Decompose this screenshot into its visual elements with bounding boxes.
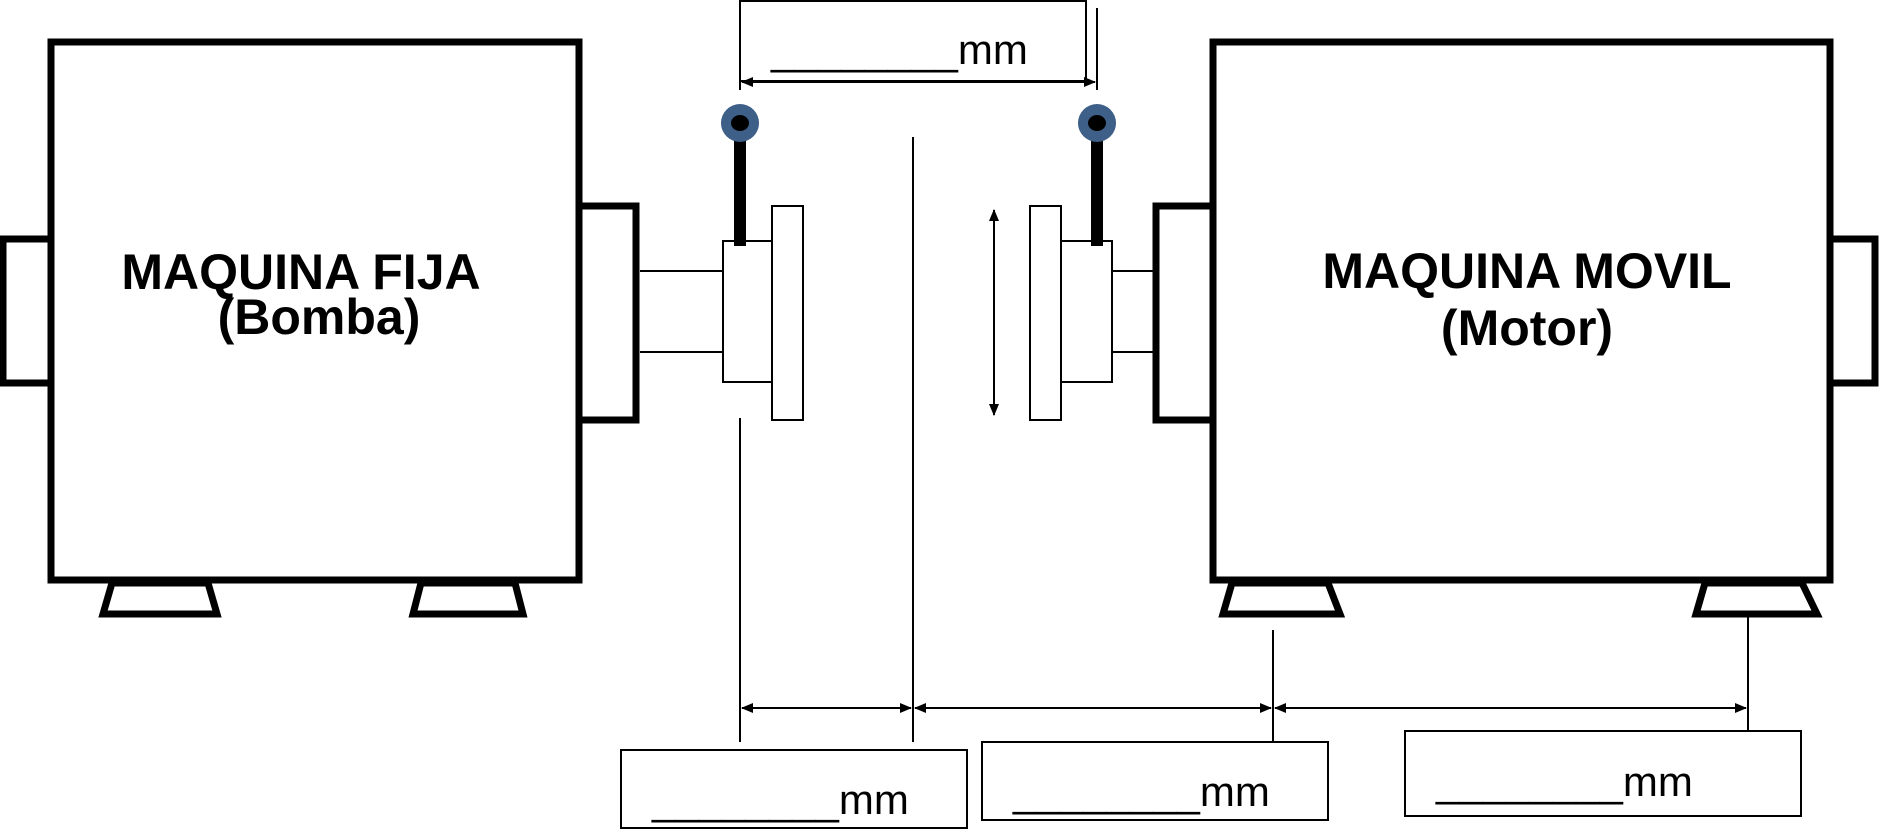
fixed-machine-shaft-housing xyxy=(575,202,640,424)
bottom-left-dimension-value: ________mm xyxy=(651,776,909,823)
moving-machine-rear-cap xyxy=(1826,235,1879,387)
fixed-coupling-hub xyxy=(722,240,773,383)
moving-machine-subtitle: (Motor) xyxy=(1441,300,1613,356)
fixed-coupling xyxy=(640,104,804,421)
moving-coupling-hub xyxy=(1060,240,1113,383)
top-dimension-value: ________mm xyxy=(770,26,1028,73)
bottom-middle-dimension-value: ________mm xyxy=(1012,768,1270,815)
bottom-left-dimension-box xyxy=(620,749,968,829)
fixed-machine-title: MAQUINA FIJA xyxy=(121,244,480,300)
moving-machine-foot-left xyxy=(1218,579,1346,618)
moving-machine-body xyxy=(1209,38,1834,584)
bottom-right-dimension-box xyxy=(1404,730,1802,817)
moving-dial-indicator-center xyxy=(1088,115,1106,131)
moving-coupling-flange xyxy=(1029,205,1062,421)
fixed-machine-rear-cap xyxy=(0,235,55,387)
fixed-machine-body xyxy=(47,38,583,584)
fixed-coupling-flange xyxy=(771,205,804,421)
fixed-machine-subtitle: (Bomba) xyxy=(218,289,421,345)
moving-machine-shaft-housing xyxy=(1152,202,1217,424)
top-dimension: ________mm xyxy=(739,0,1098,90)
top-dimension-box xyxy=(739,0,1087,82)
bottom-right-dimension-value: ________mm xyxy=(1435,758,1693,805)
fixed-machine-foot-right xyxy=(408,579,528,618)
fixed-machine: MAQUINA FIJA (Bomba) xyxy=(0,38,640,618)
fixed-dial-indicator-center xyxy=(731,115,749,131)
fixed-machine-foot-left xyxy=(98,579,222,618)
moving-machine: MAQUINA MOVIL (Motor) xyxy=(1152,38,1879,618)
bottom-middle-dimension-box xyxy=(981,741,1329,821)
moving-machine-foot-right xyxy=(1691,579,1823,618)
moving-machine-title: MAQUINA MOVIL xyxy=(1322,243,1731,299)
moving-coupling xyxy=(989,104,1156,421)
bottom-dimensions: ________mm ________mm ________mm xyxy=(620,418,1802,829)
